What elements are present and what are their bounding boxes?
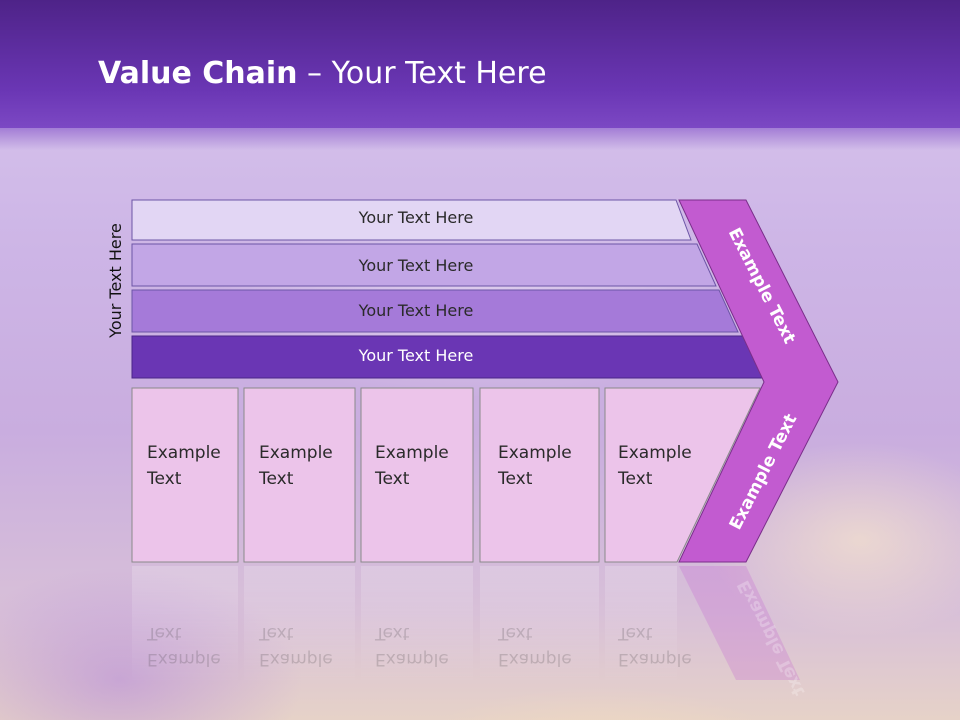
activity-box-4: [479, 387, 600, 563]
band-3: [131, 289, 739, 333]
band-label-4: Your Text Here: [358, 346, 474, 365]
reflection: [132, 566, 800, 686]
band-2: [131, 243, 717, 287]
band-label-3: Your Text Here: [358, 301, 474, 320]
title-bar: Value Chain – Your Text Here: [0, 0, 960, 150]
activity-box-2: [243, 387, 356, 563]
band-label-2: Your Text Here: [358, 256, 474, 275]
activity-box-1: [131, 387, 239, 563]
slide-title: Value Chain – Your Text Here: [98, 56, 547, 91]
activity-box-5: [604, 387, 761, 563]
band-1: [131, 199, 692, 241]
band-label-1: Your Text Here: [358, 208, 474, 227]
activity-box-3: [360, 387, 474, 563]
margin-arrow: [678, 199, 839, 563]
